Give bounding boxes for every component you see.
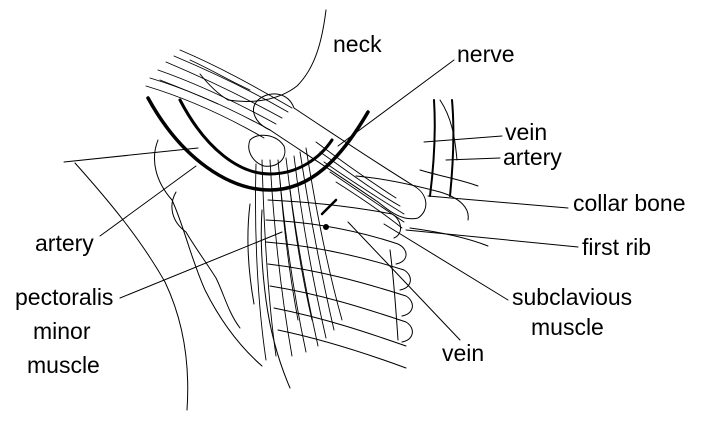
leader-lines	[64, 60, 578, 340]
leader-vein-top	[424, 136, 502, 142]
subclavius-muscle	[316, 142, 404, 228]
leader-first-rib	[406, 230, 578, 247]
leader-collar-bone	[428, 196, 568, 208]
label-pectoralis-minor-line1: pectoralis	[15, 284, 113, 311]
label-artery-top: artery	[503, 144, 562, 171]
vein-stub	[322, 200, 336, 214]
label-neck: neck	[333, 31, 382, 58]
label-vein-top: vein	[505, 119, 547, 146]
label-vein-bottom: vein	[442, 340, 484, 367]
clavicle-end	[249, 135, 285, 166]
leader-nerve	[338, 60, 454, 146]
pectoral-outline	[154, 140, 262, 366]
right-outline	[440, 100, 457, 160]
label-subclavius-line2: muscle	[531, 314, 604, 341]
neck-outline	[200, 10, 326, 101]
artery-vessel	[450, 100, 453, 196]
vein-dot	[324, 225, 329, 230]
nerve-arc-outer	[148, 98, 368, 190]
label-pectoralis-minor-line3: muscle	[27, 352, 100, 379]
label-nerve: nerve	[457, 41, 515, 68]
label-first-rib: first rib	[582, 234, 651, 261]
leader-artery-top	[446, 158, 500, 160]
label-artery-left: artery	[35, 230, 94, 257]
clavicle-shape	[254, 94, 426, 219]
scapula-outline	[172, 192, 240, 328]
right-outline-2	[420, 170, 478, 186]
pectoralis-minor-muscle	[255, 148, 342, 360]
leader-pectoralis	[120, 232, 282, 298]
vein-vessel	[430, 100, 435, 196]
leader-left-top	[64, 148, 198, 162]
rib-cage	[248, 200, 412, 388]
label-pectoralis-minor-line2: minor	[33, 318, 91, 345]
label-subclavius-line1: subclavious	[512, 284, 632, 311]
leader-vein-low	[348, 222, 460, 340]
label-collar-bone: collar bone	[573, 190, 686, 217]
